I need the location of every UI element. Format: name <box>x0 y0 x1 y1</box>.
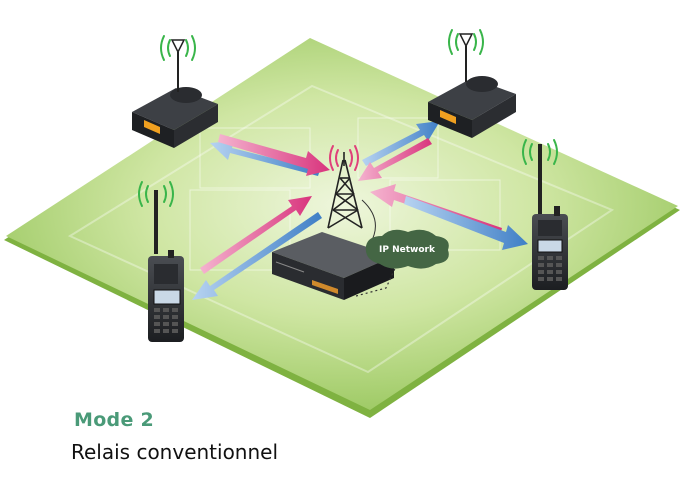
network-link <box>355 261 399 297</box>
downlink-arrow-top-left <box>210 141 320 176</box>
handheld-radio-left <box>138 181 184 342</box>
uplink-arrow-top-right <box>358 138 432 181</box>
mobile-radio-top-right <box>428 29 516 138</box>
tower-signal-waves <box>329 145 359 171</box>
mobile-radio-top-left <box>132 35 218 148</box>
handheld-radio-icon <box>148 190 184 342</box>
repeater-icon <box>272 232 394 300</box>
ip-network-label: IP Network <box>379 245 436 255</box>
mode-subtitle: Relais conventionnel <box>71 440 279 464</box>
uplink-arrow-bottom-left <box>200 196 312 274</box>
mobile-radio-icon <box>428 33 516 138</box>
signal-arrows <box>192 121 528 300</box>
device-signal-waves <box>522 139 558 165</box>
downlink-arrow-top-right <box>362 121 440 166</box>
handheld-radio-icon <box>532 144 568 290</box>
downlink-arrow-bottom-left <box>192 212 322 300</box>
ground-plane <box>4 38 680 418</box>
mobile-radio-icon <box>132 39 218 148</box>
ip-network-cloud: IP Network <box>365 229 449 269</box>
tower-icon <box>327 152 363 229</box>
device-signal-waves <box>160 35 196 61</box>
uplink-arrow-top-left <box>218 134 330 176</box>
mode-title: Mode 2 <box>74 409 155 431</box>
handheld-radio-right <box>522 139 568 290</box>
downlink-arrow-bottom-right <box>404 196 528 250</box>
device-signal-waves <box>448 29 484 55</box>
device-signal-waves <box>138 181 174 207</box>
